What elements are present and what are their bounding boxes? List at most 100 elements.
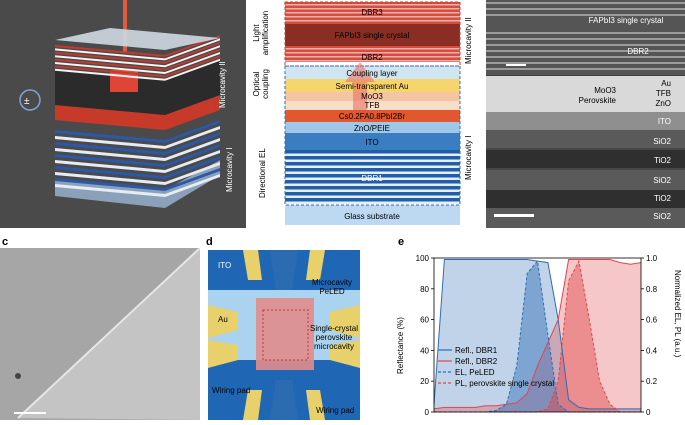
label-cavity-i: Microcavity I	[464, 135, 473, 180]
dbr2-layer	[55, 52, 220, 74]
sem-label-tio2-1: TiO2	[654, 156, 672, 165]
series-line-0	[433, 259, 641, 410]
scale-bar	[494, 214, 534, 217]
y-right-tick-label: 0	[646, 408, 651, 417]
label-light-amplification: Light amplification	[252, 10, 270, 56]
dbr2-stack	[55, 35, 220, 81]
voltage-source-icon	[19, 89, 41, 111]
label-tfb: TFB	[364, 101, 379, 110]
zno-layer	[285, 122, 460, 133]
label-zno: ZnO/PEIE	[354, 124, 390, 133]
label-moo3: MoO3	[361, 92, 383, 101]
sem-stripe	[486, 68, 685, 70]
dbr-stripe	[285, 60, 460, 62]
plot-frame	[433, 257, 642, 413]
label-ito: ITO	[365, 138, 378, 147]
scale-bar	[14, 412, 46, 414]
series-fill-3	[434, 261, 641, 412]
sem-label-sio2-1: SiO2	[653, 137, 671, 146]
emission-arrow	[345, 62, 375, 110]
sem-layer	[486, 170, 685, 190]
legend-label: EL, PeLED	[455, 368, 495, 377]
sem-stripe	[486, 8, 685, 10]
au-pad-right	[330, 305, 360, 338]
d-label-au: Au	[218, 315, 228, 324]
sem-label-tio2-2: TiO2	[654, 194, 672, 203]
dbr1-stripe	[285, 156, 460, 160]
dbr2-layer	[55, 35, 220, 57]
dbr2-layer	[55, 55, 220, 78]
panel-d-layout: ITO Au Wiring pad Wiring pad Microcavity…	[208, 250, 360, 420]
dbr-stripe	[285, 12, 460, 14]
tfb-layer	[285, 101, 460, 110]
au-layer	[285, 79, 460, 92]
dbr1-layer	[55, 144, 220, 167]
sem-stripe	[486, 2, 685, 4]
perovskite-layer	[285, 110, 460, 122]
sem-label-sio2-3: SiO2	[653, 212, 671, 221]
dbr-stripe	[285, 48, 460, 50]
sem-label-dbr2: DBR2	[627, 47, 649, 56]
dbr1-layer	[55, 120, 220, 143]
sem-layer	[486, 190, 685, 208]
d-label-microcavity-peled: Microcavity PeLED	[311, 278, 352, 296]
scale-bar	[506, 64, 526, 66]
label-microcavity-i: Microcavity I	[225, 147, 234, 192]
plus-minus-icon: ±	[24, 96, 30, 107]
sem-stripe	[486, 56, 685, 58]
ito-layer	[285, 133, 460, 150]
dbr1-layer	[55, 174, 220, 197]
laser-beam	[123, 0, 127, 52]
sem-layer	[486, 150, 685, 168]
y-left-tick-label: 60	[420, 316, 429, 325]
label-directional-el: Directional EL	[258, 148, 267, 198]
label-coupling: Coupling layer	[346, 69, 397, 78]
label-microcavity-ii: Microcavity II	[218, 61, 227, 108]
legend-label: Refl., DBR2	[455, 357, 498, 366]
panel-letter-e: e	[398, 236, 405, 248]
panel-b-schematic: DBR3 FAPbI3 single crystal DBR2 Coupling…	[250, 0, 482, 228]
sem-label-au: Au	[661, 79, 671, 88]
y-right-tick-label: 0.2	[646, 377, 658, 386]
sem-stripe	[486, 14, 685, 16]
sem-label-perovskite: Perovskite	[579, 96, 617, 105]
y-left-tick-label: 20	[420, 377, 429, 386]
glass-layer	[285, 205, 460, 225]
dbr1-layer	[55, 132, 220, 155]
dbr1-layer	[55, 126, 220, 149]
dbr1-layer	[55, 168, 220, 191]
crystal-edge	[17, 248, 200, 419]
sem-label-fapbi3: FAPbI3 single crystal	[589, 16, 664, 25]
d-label-wiring-pad-left: Wiring pad	[212, 386, 250, 395]
y-right-label: Normalized EL, PL (a.u.)	[673, 270, 682, 358]
dbr-stripe	[285, 56, 460, 58]
dbr1-stripe	[285, 180, 460, 184]
dbr2-layer	[55, 48, 220, 71]
series-line-1	[433, 259, 642, 410]
d-label-single-crystal: Single-crystal perovskite microcavity	[309, 324, 358, 351]
label-fapbi3: FAPbI3 single crystal	[335, 31, 410, 40]
series-fill-0	[434, 259, 641, 412]
dbr-stripe	[285, 8, 460, 10]
sem-label-moo3: MoO3	[594, 86, 616, 95]
dbr1-stripe	[285, 174, 460, 178]
dbr1-layer	[55, 150, 220, 173]
dbr-stripe	[285, 16, 460, 18]
d-label-wiring-pad-bottom: Wiring pad	[316, 406, 354, 415]
au-pad-left	[208, 305, 238, 338]
microcavity-i-box	[284, 65, 461, 206]
panel-sem-crosssection: FAPbI3 single crystal DBR2 Au TFB MoO3 P…	[486, 0, 685, 228]
sem-label-sio2-2: SiO2	[653, 176, 671, 185]
legend-label: Refl., DBR1	[455, 346, 498, 355]
moo3-layer	[285, 92, 460, 101]
dbr-stripe	[285, 20, 460, 22]
panel-a-render: ± Microcavity II Microcavity I	[0, 0, 246, 228]
glass-substrate	[55, 160, 220, 208]
dbr2-layer	[55, 45, 220, 68]
label-au: Semi-transparent Au	[336, 82, 409, 91]
dbr1-stripe	[285, 192, 460, 196]
device-3d-illustration: ±	[19, 0, 220, 208]
dbr2-layer	[55, 41, 220, 64]
